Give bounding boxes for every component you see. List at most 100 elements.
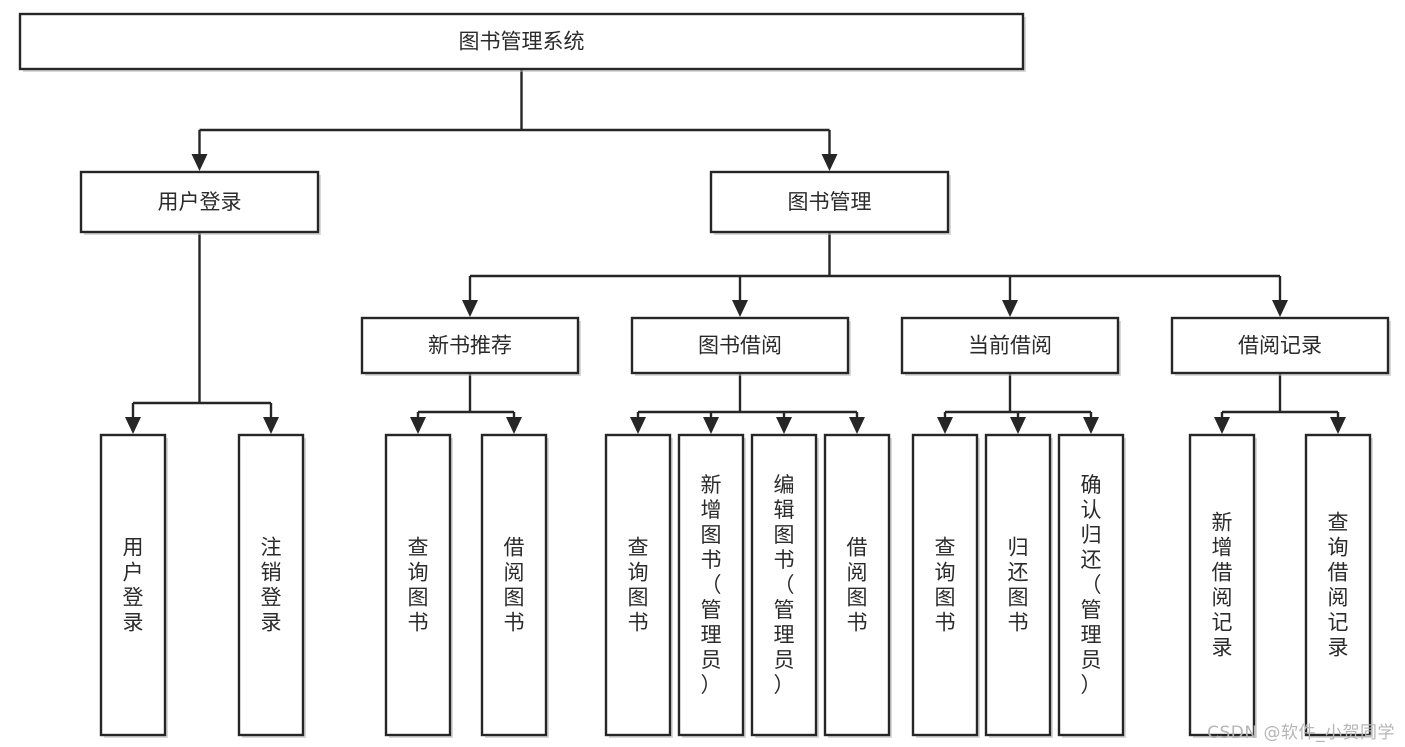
node-label-char: 管	[701, 598, 722, 622]
node-label-char: 书	[935, 611, 956, 635]
box-outline	[99, 433, 167, 737]
box-outline	[984, 433, 1052, 737]
node-label-char: 借	[1212, 561, 1233, 585]
node-label-char: 增	[701, 498, 722, 522]
node-label-char: 增	[1212, 536, 1233, 560]
node-label-char: 借	[847, 536, 868, 560]
arrow-head-icon	[263, 417, 279, 434]
node-label-char: 理	[1081, 623, 1102, 647]
node-new-book-recommend[interactable]: 新书推荐	[360, 316, 581, 376]
box-outline	[79, 170, 320, 234]
node-label: 新书推荐	[428, 334, 512, 358]
node-label-char: 书	[701, 548, 722, 572]
node-label-char: 书	[774, 548, 795, 572]
node-borrow-record[interactable]: 借阅记录	[1170, 316, 1391, 376]
connector-layer	[125, 69, 1346, 434]
box-outline	[604, 433, 672, 737]
node-leaf-user-login[interactable]: 用户登录	[99, 433, 168, 738]
node-label-char: 用	[123, 536, 144, 560]
node-label-char: 员	[774, 648, 795, 672]
node-label-char: 记	[1328, 611, 1349, 635]
node-label-char: 理	[701, 623, 722, 647]
node-label: 借阅记录	[1238, 334, 1322, 358]
node-label-char: 书	[628, 611, 649, 635]
node-label-char: 管	[1081, 598, 1102, 622]
node-label-char: 询	[935, 561, 956, 585]
node-label-char: 书	[1008, 611, 1029, 635]
node-label-char: 登	[123, 586, 144, 610]
node-label-char: 录	[123, 611, 144, 635]
node-label-char: 确	[1081, 473, 1102, 497]
node-label-char: 新	[701, 473, 722, 497]
node-label-char: 户	[123, 561, 144, 585]
arrow-head-icon	[1002, 300, 1018, 317]
node-label-char: 图	[504, 586, 525, 610]
node-label-char: 阅	[504, 561, 525, 585]
node-label-char: 阅	[847, 561, 868, 585]
node-label-char: 归	[1081, 523, 1102, 547]
node-label-char: 书	[847, 611, 868, 635]
node-label-char: 查	[628, 536, 649, 560]
node-book-borrow[interactable]: 图书借阅	[630, 316, 851, 376]
arrow-head-icon	[125, 417, 141, 434]
arrow-head-icon	[462, 300, 478, 317]
node-label-char: 询	[1328, 536, 1349, 560]
box-outline	[1304, 433, 1372, 737]
node-label-char: 归	[1008, 536, 1029, 560]
node-label: 图书借阅	[698, 334, 782, 358]
node-label: 图书管理	[788, 190, 872, 214]
node-layer: 图书管理系统用户登录图书管理新书推荐图书借阅当前借阅借阅记录用户登录注销登录查询…	[18, 12, 1391, 738]
node-label-char: 图	[628, 586, 649, 610]
box-outline	[823, 433, 891, 737]
arrow-head-icon	[1330, 417, 1346, 434]
node-label-char: 图	[774, 523, 795, 547]
box-outline	[1057, 433, 1125, 737]
box-outline	[709, 170, 950, 234]
node-label-char: 图	[1008, 586, 1029, 610]
arrow-head-icon	[776, 417, 792, 434]
arrow-head-icon	[849, 417, 865, 434]
arrow-head-icon	[937, 417, 953, 434]
node-label: 当前借阅	[968, 334, 1052, 358]
arrow-head-icon	[821, 154, 838, 171]
arrow-head-icon	[1214, 417, 1230, 434]
box-outline	[677, 433, 745, 737]
box-outline	[18, 12, 1025, 71]
node-label-char: （	[774, 573, 795, 597]
box-outline	[360, 316, 580, 375]
node-label-char: 借	[504, 536, 525, 560]
node-label-char: 书	[504, 611, 525, 635]
node-label-char: （	[701, 573, 722, 597]
node-label-char: 辑	[774, 498, 795, 522]
arrow-head-icon	[703, 417, 719, 434]
node-label-char: 还	[1081, 548, 1102, 572]
node-label-char: 阅	[1212, 586, 1233, 610]
arrow-head-icon	[191, 154, 208, 171]
node-label-char: 录	[261, 611, 282, 635]
arrow-head-icon	[1272, 300, 1288, 317]
node-label-char: 认	[1081, 498, 1102, 522]
arrow-head-icon	[630, 417, 646, 434]
node-root-system-title[interactable]: 图书管理系统	[18, 12, 1026, 72]
node-user-login[interactable]: 用户登录	[79, 170, 321, 235]
node-label-char: 销	[261, 561, 282, 585]
node-label-char: 查	[935, 536, 956, 560]
box-outline	[237, 433, 305, 737]
node-label-char: 询	[408, 561, 429, 585]
node-current-borrow[interactable]: 当前借阅	[900, 316, 1121, 376]
node-book-manage[interactable]: 图书管理	[709, 170, 951, 235]
node-label-char: 借	[1328, 561, 1349, 585]
